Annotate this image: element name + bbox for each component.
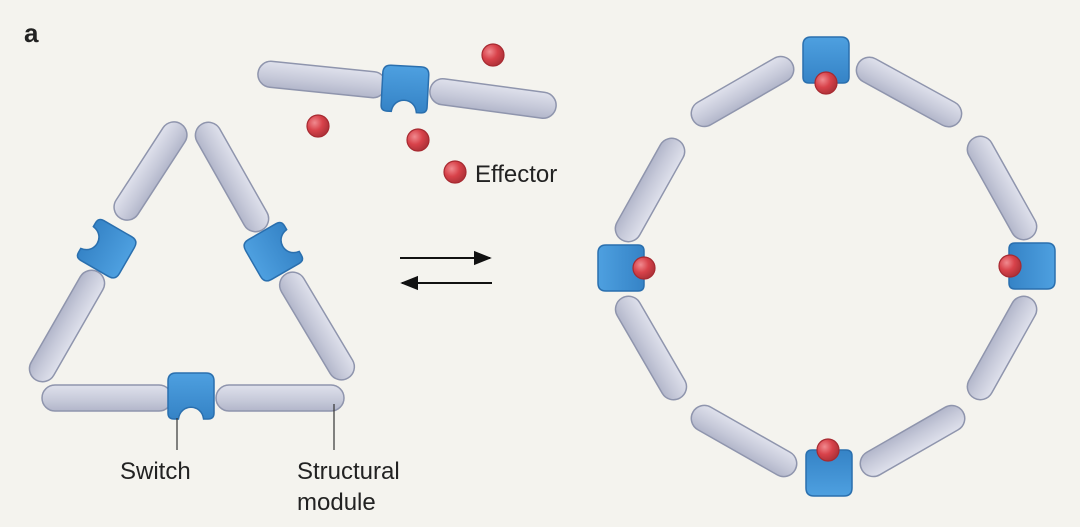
octagon-switch-bottom (805, 449, 853, 497)
structural-label-line1: Structural (297, 458, 400, 485)
free-effector-1 (481, 43, 505, 67)
legend-effector-dot (443, 160, 467, 184)
bound-effector-bottom (816, 438, 840, 462)
octagon-rod-1 (690, 55, 795, 128)
structural-label-line2: module (297, 489, 376, 516)
structural-module-right-upper (194, 121, 270, 233)
structural-module-left-lower (28, 269, 106, 383)
effector-label: Effector (475, 161, 557, 188)
monomer-rod-right (429, 77, 557, 120)
octagon-rod-4 (966, 135, 1038, 241)
bound-effector-left (632, 256, 656, 280)
switch-module-right (243, 221, 304, 282)
octagon-rod-2 (855, 56, 963, 128)
switch-module-left (76, 218, 137, 279)
octagon-rod-8 (859, 404, 966, 478)
structural-module-bottom-left (41, 384, 173, 412)
monomer-rod-left (257, 60, 387, 99)
switch-label: Switch (120, 458, 191, 485)
bound-effector-top (814, 71, 838, 95)
octagon-rod-5 (614, 295, 688, 401)
octagon-rod-6 (966, 295, 1038, 401)
octagon-assembly (597, 36, 1056, 497)
switch-module-bottom (167, 372, 215, 420)
octagon-switch-left (597, 244, 645, 292)
structural-module-bottom-right (215, 384, 345, 412)
octagon-switch-top (802, 36, 850, 84)
free-effectors (306, 43, 505, 184)
monomer-switch (380, 64, 430, 114)
structural-module-right-lower (278, 271, 356, 381)
structural-module-left-upper (113, 121, 188, 221)
octagon-switch-right (1008, 242, 1056, 290)
panel-label: a (24, 18, 39, 48)
octagon-rod-7 (690, 404, 798, 478)
bound-effector-right (998, 254, 1022, 278)
free-effector-3 (406, 128, 430, 152)
octagon-rod-3 (614, 137, 686, 243)
free-monomer (257, 60, 557, 120)
free-effector-2 (306, 114, 330, 138)
triangle-assembly (28, 121, 356, 420)
